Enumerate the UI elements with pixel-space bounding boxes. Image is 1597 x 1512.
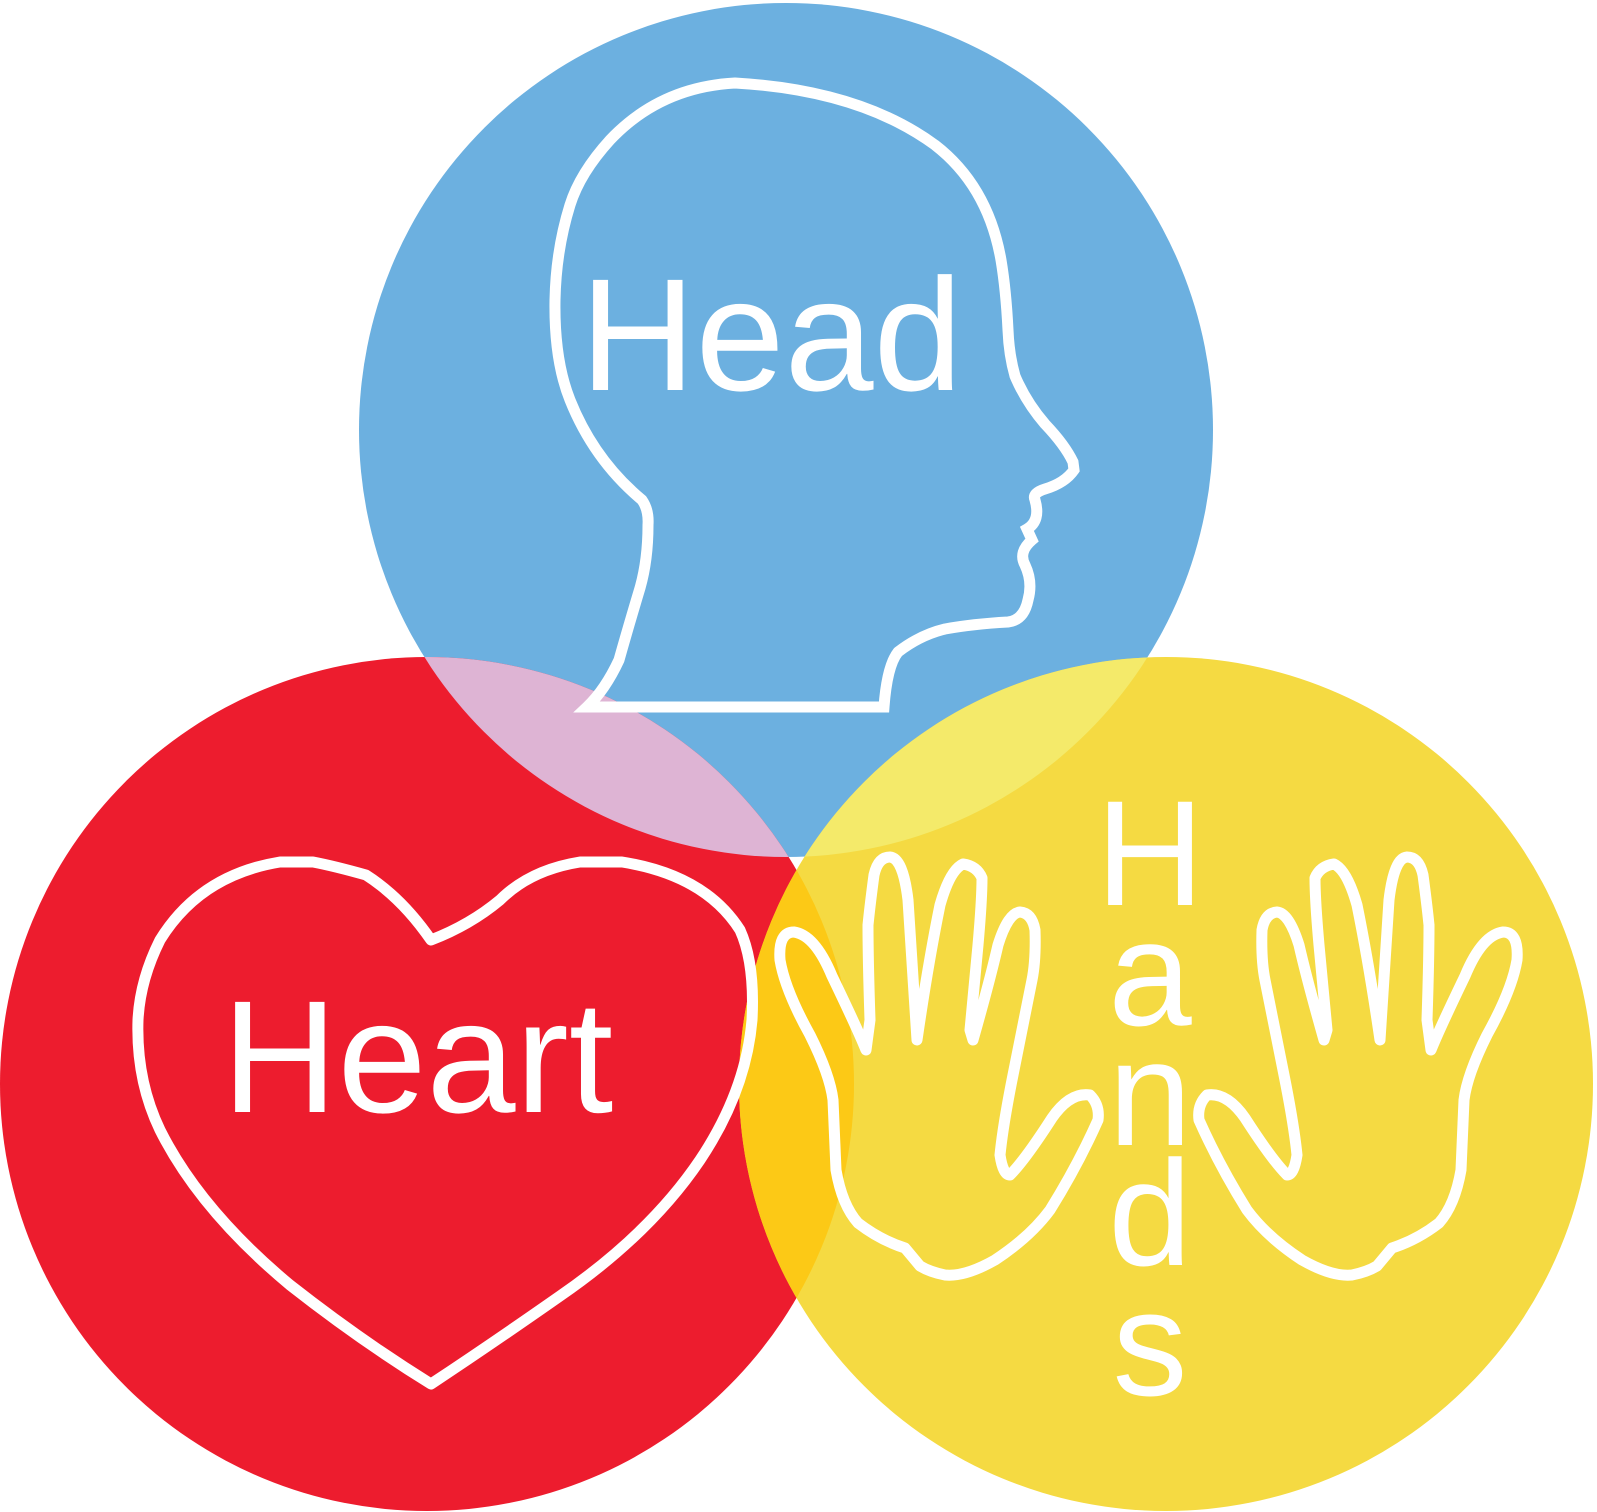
head-label: Head [580,245,963,424]
heart-icon [132,856,758,1390]
right-hand-icon [1193,851,1523,1281]
hands-letter-a: a [1108,889,1192,1057]
head-circle [359,3,1213,857]
hands-letter-d: d [1108,1129,1191,1297]
head-profile-icon [549,77,1080,713]
hands-label: H a n d s [1096,769,1204,1427]
hands-icon [774,851,1523,1281]
left-hand-icon [774,851,1104,1281]
hands-letter-n: n [1108,1009,1191,1177]
hands-letter-s: s [1113,1259,1188,1427]
heart-label: Heart [222,967,613,1146]
hands-letter-h: H [1096,769,1204,937]
